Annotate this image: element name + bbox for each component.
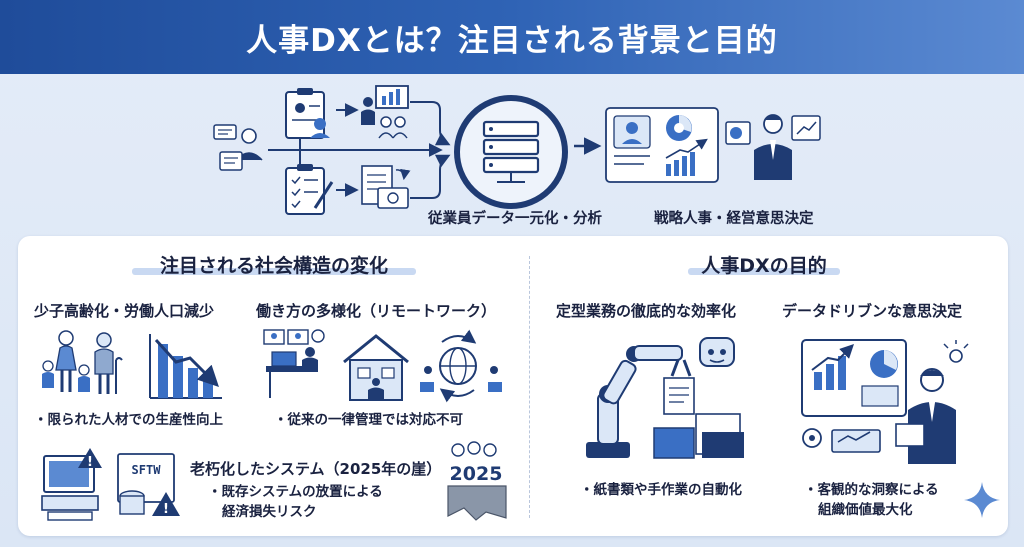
data-driven-icon (801, 339, 969, 464)
left-section-heading: 注目される社会構造の変化 (159, 255, 388, 277)
cliff-2025-icon: 2025 (447, 441, 507, 521)
item-legacy-bullet-1: ・既存システムの放置による (208, 484, 383, 500)
sftw-label: SFTW (132, 463, 162, 477)
item-datadriven-bullet-2: 組織価値最大化 (818, 502, 913, 518)
declining-chart-icon (149, 334, 222, 399)
legacy-system-icon: ! SFTW ! (41, 448, 180, 521)
executive-icon (725, 114, 821, 180)
presentation-icon (361, 85, 409, 139)
decline-bar (188, 368, 198, 398)
item-efficiency-bullet: ・紙書類や手作業の自動化 (580, 482, 742, 498)
item-efficiency-title: 定型業務の徹底的な効率化 (556, 302, 737, 320)
robot-arm-icon (586, 337, 744, 459)
remote-work-icon (263, 329, 502, 403)
svg-text:!: ! (163, 502, 169, 517)
item-legacy-bullet-2: 経済損失リスク (222, 504, 317, 520)
decline-bar (173, 356, 183, 398)
svg-text:!: ! (87, 455, 93, 470)
item-legacy-title: 老朽化したシステム（2025年の崖） (190, 460, 442, 478)
employee-speech-icon (213, 124, 263, 171)
section-divider (529, 256, 530, 518)
family-icon (42, 330, 123, 394)
sparkle-icon (964, 482, 1000, 518)
profile-clipboard-icon (285, 88, 330, 139)
item-aging-bullet: ・限られた人材での生産性向上 (34, 412, 223, 428)
checklist-clipboard-icon (285, 164, 334, 215)
item-aging-title: 少子高齢化・労働人口減少 (34, 302, 215, 320)
flow-right-label: 戦略人事・経営意思決定 (654, 211, 814, 227)
left-heading-underline (132, 268, 416, 275)
page-title: 人事DXとは？注目される背景と目的 (246, 22, 778, 59)
year-2025-label: 2025 (450, 463, 503, 485)
item-workstyle-title: 働き方の多様化（リモートワーク） (256, 302, 497, 320)
title-bar: 人事DXとは？注目される背景と目的 (0, 0, 1024, 74)
flow-center-label: 従業員データ一元化・分析 (428, 211, 602, 227)
right-heading-underline (688, 268, 840, 275)
right-section-heading: 人事DXの目的 (701, 255, 827, 277)
item-datadriven-title: データドリブンな意思決定 (782, 302, 963, 320)
flow-diagram (213, 85, 821, 215)
decline-bar (203, 380, 213, 398)
dashboard-icon (605, 107, 719, 183)
item-workstyle-bullet: ・従来の一律管理では対応不可 (274, 412, 463, 428)
documents-money-icon (361, 165, 411, 209)
item-datadriven-bullet-1: ・客観的な洞察による (804, 482, 939, 498)
decline-bar (158, 344, 168, 398)
data-server-icon (454, 95, 568, 209)
